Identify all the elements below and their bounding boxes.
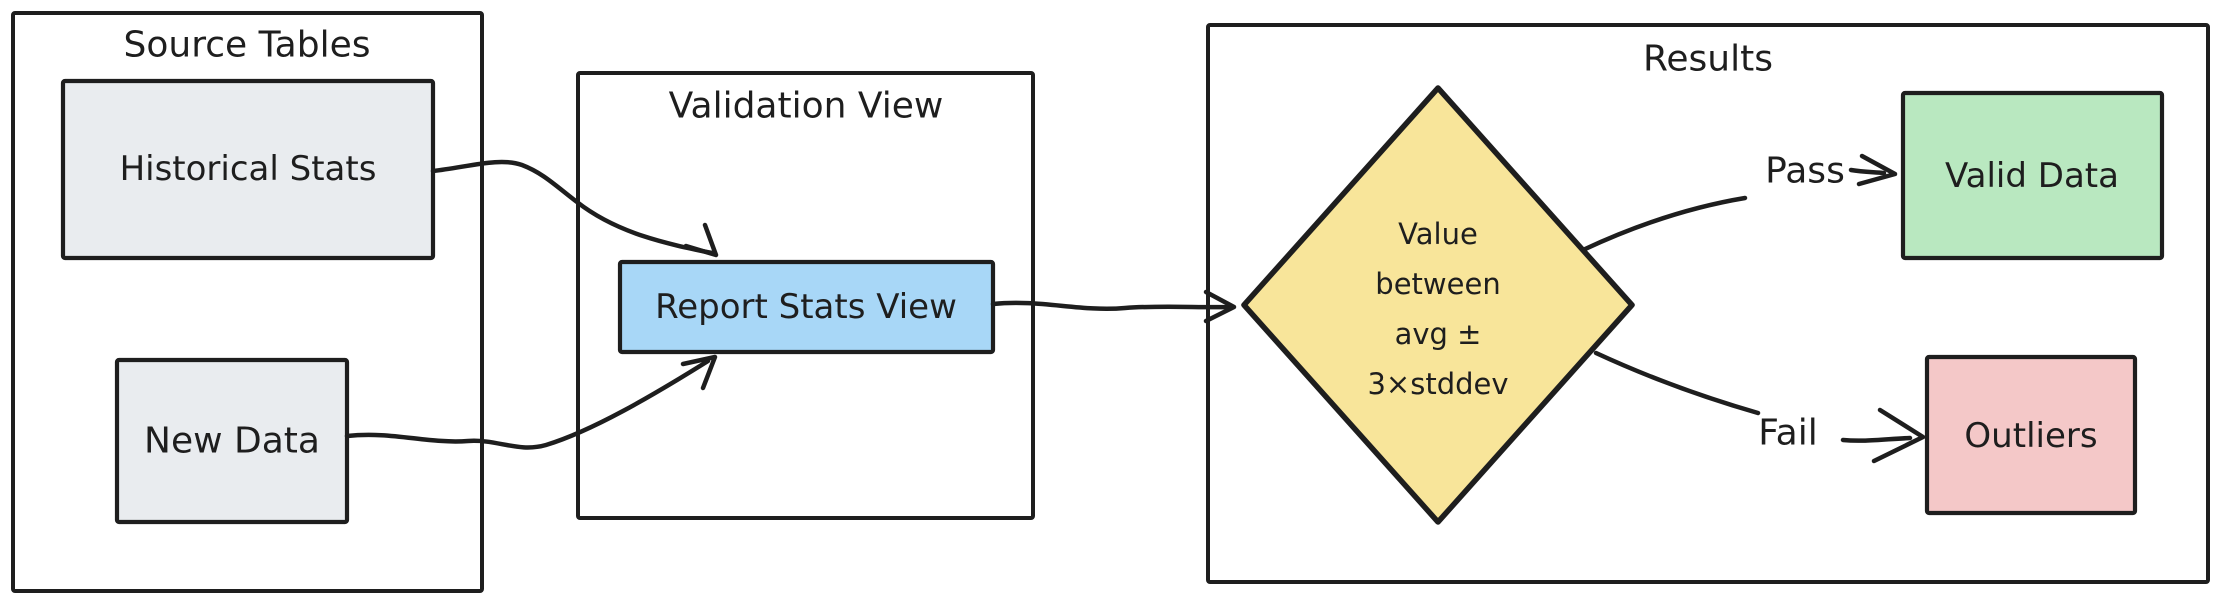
- decision-diamond[interactable]: [1241, 85, 1635, 525]
- historical-stats-node[interactable]: Historical Stats: [60, 78, 436, 261]
- newdata-to-view-arrowhead-icon: [680, 354, 718, 391]
- results-group: Results Value between avg ± 3×stddev Val…: [1206, 23, 2210, 584]
- historical-to-view-arrow[interactable]: [430, 159, 719, 258]
- view-to-decision-arrow[interactable]: [990, 289, 1237, 324]
- source-tables-group: Source Tables Historical Stats New Data: [11, 11, 484, 593]
- fail-arrow[interactable]: [1840, 407, 1926, 464]
- validation-view-title: Validation View: [669, 86, 944, 127]
- results-title: Results: [1643, 39, 1773, 80]
- historical-to-view-arrowhead-icon: [683, 222, 719, 258]
- outliers-label: Outliers: [1964, 416, 2097, 456]
- validation-view-group: Validation View Report Stats View: [576, 71, 1035, 520]
- new-data-box[interactable]: [114, 357, 350, 525]
- valid-data-label: Valid Data: [1945, 156, 2119, 196]
- decision-diamond-node[interactable]: Value between avg ± 3×stddev: [1241, 85, 1635, 525]
- view-to-decision-arrowhead-icon: [1203, 289, 1237, 324]
- newdata-to-view-path: [344, 358, 711, 450]
- new-data-node[interactable]: New Data: [114, 357, 350, 525]
- fail-arrowhead-icon: [1871, 407, 1926, 464]
- view-to-decision-path: [990, 300, 1231, 311]
- report-stats-view-node[interactable]: Report Stats View: [617, 259, 996, 355]
- valid-data-node[interactable]: Valid Data: [1900, 90, 2165, 261]
- source-tables-title: Source Tables: [124, 25, 371, 66]
- report-stats-view-box[interactable]: [617, 259, 996, 355]
- newdata-to-view-arrow[interactable]: [344, 354, 718, 450]
- fail-arrow-shaft: [1840, 435, 1913, 443]
- pass-arrow-shaft: [1848, 167, 1887, 176]
- report-stats-view-label: Report Stats View: [655, 287, 957, 327]
- decision-line-4: 3×stddev: [1367, 367, 1508, 401]
- decision-to-pass-line[interactable]: [1580, 195, 1748, 253]
- outliers-node[interactable]: Outliers: [1924, 354, 2138, 516]
- pass-label: Pass: [1765, 151, 1845, 192]
- fail-label: Fail: [1758, 413, 1817, 454]
- historical-to-view-path: [430, 159, 715, 256]
- decision-to-fail-line[interactable]: [1593, 350, 1761, 416]
- new-data-label: New Data: [144, 421, 320, 462]
- outliers-box[interactable]: [1924, 354, 2138, 516]
- historical-stats-label: Historical Stats: [120, 149, 377, 189]
- decision-line-1: Value: [1398, 217, 1478, 251]
- decision-line-3: avg ±: [1395, 317, 1482, 351]
- valid-data-box[interactable]: [1900, 90, 2165, 261]
- pass-arrow[interactable]: [1848, 153, 1898, 187]
- decision-line-2: between: [1375, 267, 1500, 301]
- pass-arrowhead-icon: [1856, 153, 1898, 187]
